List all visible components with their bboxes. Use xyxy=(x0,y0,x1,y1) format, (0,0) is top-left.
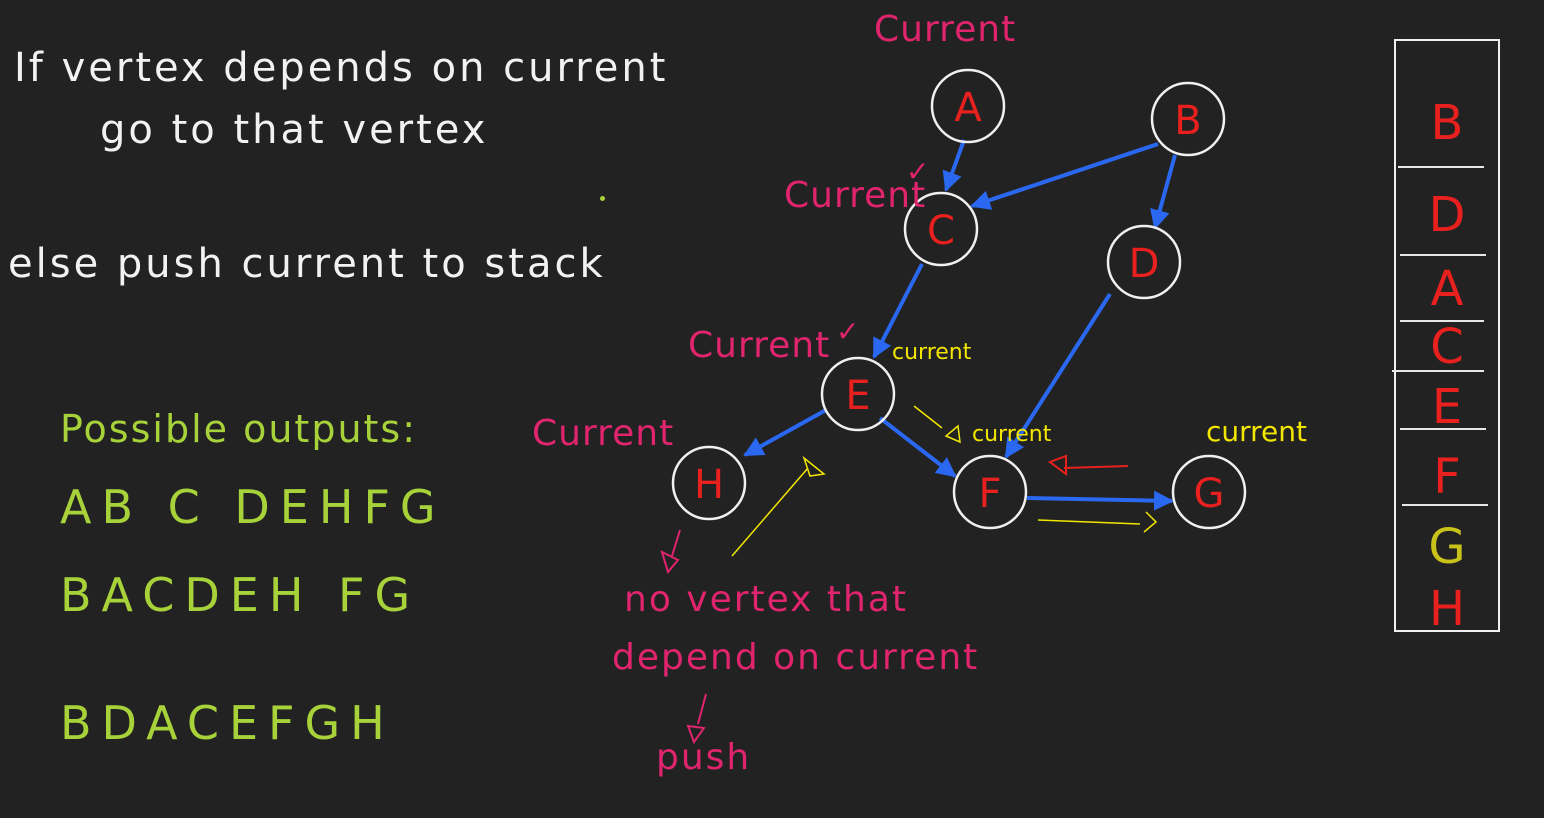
red-arrow-g-to-f xyxy=(1063,465,1129,469)
current-label-g-yellow: current xyxy=(1206,415,1308,448)
note-line-1: no vertex that xyxy=(624,579,909,620)
check-mark-c: ✓ xyxy=(906,155,930,188)
stack-divider xyxy=(1392,370,1484,372)
current-label-e-yellow: current xyxy=(892,340,972,365)
pink-arrow-to-note xyxy=(671,529,681,557)
pink-arrowhead-push xyxy=(686,724,706,745)
yellow-strokes xyxy=(731,405,1158,557)
output-order-2: BACDEH FG xyxy=(60,568,421,622)
stray-dot xyxy=(600,196,605,201)
stack-item-4: C xyxy=(1430,319,1464,375)
svg-text:C: C xyxy=(927,208,955,254)
red-strokes xyxy=(1047,454,1129,476)
edge-f-g xyxy=(1026,490,1174,511)
yellow-arrow-f-to-g xyxy=(1037,519,1141,525)
current-label-a: Current xyxy=(874,9,1017,50)
node-h: H xyxy=(671,445,747,521)
stack-item-2: D xyxy=(1428,187,1466,243)
edge-e-h xyxy=(743,408,827,457)
stack-divider xyxy=(1402,504,1488,506)
pink-arrowhead-note xyxy=(660,550,680,575)
svg-text:F: F xyxy=(978,471,1001,517)
stack-box: B D A C E F G H xyxy=(1394,39,1500,637)
yellow-line-h-to-e xyxy=(731,467,809,557)
stack-divider xyxy=(1398,166,1484,168)
yellow-arrow-e-to-f xyxy=(913,405,943,429)
stack-item-6: F xyxy=(1433,449,1461,505)
pink-arrow-to-push xyxy=(697,693,707,725)
node-g: G xyxy=(1171,454,1247,530)
edge-b-c xyxy=(970,142,1159,210)
edge-a-c xyxy=(942,139,966,192)
edge-b-d xyxy=(1150,154,1177,230)
note-push: push xyxy=(656,737,752,778)
yellow-arrowhead-f xyxy=(944,424,961,444)
stack-divider xyxy=(1400,320,1484,322)
stack-item-5: E xyxy=(1431,379,1463,435)
node-c: C xyxy=(903,191,979,267)
svg-text:H: H xyxy=(694,462,724,508)
node-a: A xyxy=(930,68,1006,144)
rule-line-3: else push current to stack xyxy=(8,241,606,287)
output-order-3: BDACEFGH xyxy=(60,696,395,750)
rule-line-1: If vertex depends on current xyxy=(14,45,669,91)
stack-divider xyxy=(1400,428,1486,430)
output-order-1: AB C DEHFG xyxy=(60,480,446,534)
stack-item-7: G xyxy=(1428,519,1466,575)
current-label-c: Current xyxy=(784,175,927,216)
stack-item-8: H xyxy=(1428,581,1466,637)
edges xyxy=(743,139,1177,511)
current-label-f-yellow: current xyxy=(972,422,1052,447)
edge-c-e xyxy=(872,263,924,359)
edge-e-f xyxy=(878,416,957,478)
red-arrowhead-f xyxy=(1047,454,1067,476)
stack-item-3: A xyxy=(1430,261,1464,317)
node-d: D xyxy=(1106,224,1182,300)
check-mark-e: ✓ xyxy=(836,315,860,348)
node-b: B xyxy=(1150,81,1226,157)
svg-text:G: G xyxy=(1194,471,1225,517)
svg-text:A: A xyxy=(954,85,982,131)
svg-text:E: E xyxy=(845,373,870,419)
current-label-e: Current xyxy=(688,325,831,366)
yellow-arrowhead-h xyxy=(802,455,826,477)
edge-d-f xyxy=(1004,292,1112,459)
stack-item-1: B xyxy=(1430,95,1464,151)
node-e: E xyxy=(820,356,896,432)
current-label-h: Current xyxy=(532,413,675,454)
svg-text:D: D xyxy=(1129,241,1160,287)
rule-line-2: go to that vertex xyxy=(100,107,489,153)
note-line-2: depend on current xyxy=(612,637,980,678)
svg-text:B: B xyxy=(1174,98,1201,144)
outputs-label: Possible outputs: xyxy=(60,407,418,451)
node-f: F xyxy=(952,454,1028,530)
stack-divider xyxy=(1400,254,1486,256)
pink-strokes xyxy=(660,529,707,745)
yellow-arrowhead-g xyxy=(1143,511,1158,533)
